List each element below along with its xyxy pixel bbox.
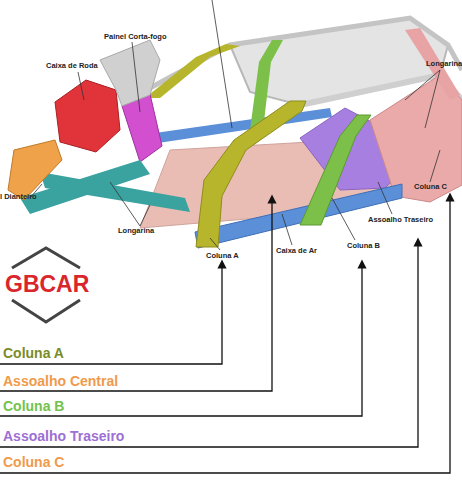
callout-arrow [0, 264, 222, 364]
part-label: Assoalho Traseiro [368, 216, 433, 224]
b-pillar [300, 115, 371, 225]
leader-line [140, 205, 150, 226]
part-label: Painel Corta-fogo [104, 33, 167, 41]
callout-text: Assoalho Traseiro [3, 429, 124, 443]
callout-arrow [0, 264, 362, 416]
logo-text: GBCAR [5, 273, 89, 296]
callout-arrow [0, 242, 418, 447]
leader-line [212, 0, 232, 128]
front-rail [40, 172, 190, 212]
cowl-panel [100, 40, 160, 106]
logo-outline [12, 248, 80, 268]
leader-line [210, 238, 220, 250]
callout-text: Coluna A [3, 346, 64, 360]
part-label: Longarina [426, 60, 462, 68]
part-label: l Dianteiro [0, 193, 37, 201]
leader-line [430, 150, 440, 182]
callout-text: Coluna C [3, 455, 64, 469]
leader-line [110, 182, 140, 226]
part-label: Coluna B [347, 242, 380, 250]
part-label: Coluna A [206, 252, 239, 260]
part-label: Coluna C [414, 183, 447, 191]
callout-text: Assoalho Central [3, 374, 118, 388]
firewall [122, 94, 162, 162]
leader-line [282, 214, 292, 245]
callout-arrow [0, 199, 272, 391]
front-panel [8, 140, 62, 200]
callout-arrow [0, 197, 450, 473]
part-label: Longarina [118, 227, 154, 235]
wheelhouse [55, 80, 120, 152]
logo-outline [12, 300, 80, 322]
leader-line [132, 42, 140, 112]
part-label: Caixa de Roda [46, 62, 98, 70]
leader-line [332, 198, 355, 240]
leader-line [78, 72, 84, 100]
leader-line [425, 70, 440, 128]
leader-line [378, 182, 392, 214]
callout-text: Coluna B [3, 399, 64, 413]
a-pillar [196, 101, 306, 247]
leader-line [405, 70, 440, 100]
part-label: Caixa de Ar [276, 247, 317, 255]
